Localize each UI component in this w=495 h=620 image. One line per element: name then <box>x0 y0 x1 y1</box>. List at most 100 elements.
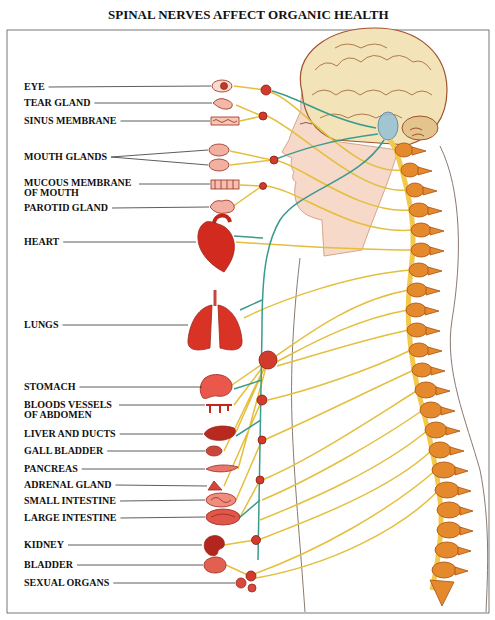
vertebra <box>411 223 431 237</box>
vertebra <box>437 522 461 538</box>
brain-fold <box>335 44 387 48</box>
vessel-organ <box>206 405 232 413</box>
vertebra <box>426 287 440 295</box>
parotid-organ <box>210 200 234 213</box>
organ-label: SMALL INTESTINE <box>24 496 116 506</box>
cerebellum <box>402 116 438 140</box>
organ-label: KIDNEY <box>24 540 64 550</box>
leader-line <box>63 325 189 326</box>
leader-line <box>121 517 206 518</box>
leader-line <box>107 451 205 452</box>
mucous-organ <box>211 180 239 189</box>
frame <box>7 30 489 613</box>
leader-line <box>111 150 208 157</box>
leader-line <box>77 565 203 566</box>
ganglion <box>261 85 271 95</box>
leader-line <box>80 387 203 388</box>
vertebra <box>395 143 413 157</box>
sacrum <box>430 580 454 606</box>
leader-line <box>49 86 211 87</box>
nerve <box>262 390 418 480</box>
organ-label: GALL BLADDER <box>24 446 103 456</box>
leader-line <box>113 583 235 584</box>
body-outline <box>292 258 305 612</box>
bladder-organ <box>204 557 226 573</box>
vertebra <box>429 442 451 458</box>
pancreas-organ <box>206 465 238 472</box>
lung-organ <box>188 305 212 350</box>
organ-label: ADRENAL GLAND <box>24 480 112 490</box>
ganglion <box>259 351 277 369</box>
nerve <box>267 116 407 190</box>
nerve <box>260 430 428 520</box>
ganglion <box>252 536 261 545</box>
vertebra <box>441 407 455 415</box>
brain-fold <box>410 128 424 136</box>
organ-label: MOUTH GLANDS <box>24 152 107 162</box>
leader-line <box>94 103 212 104</box>
organ <box>188 80 256 592</box>
stomach-organ <box>200 375 232 399</box>
vertebra <box>430 227 444 235</box>
organ-label: MUCOUS MEMBRANE OF MOUTH <box>24 178 135 198</box>
organ-label: SINUS MEMBRANE <box>24 116 117 126</box>
vagus-nerve <box>234 91 384 560</box>
nerve <box>256 490 439 578</box>
vertebra <box>426 327 440 335</box>
organ-label: PAROTID GLAND <box>24 203 108 213</box>
adrenal-organ <box>208 481 222 490</box>
lung-organ <box>214 290 217 306</box>
vertebra <box>458 487 471 495</box>
vertebra <box>411 243 431 257</box>
nerve <box>224 86 439 580</box>
ganglion <box>246 85 278 581</box>
nerve <box>258 450 432 540</box>
vertebra <box>428 267 442 275</box>
vertebra <box>450 447 464 455</box>
nerve <box>236 242 413 250</box>
nerve <box>268 350 411 400</box>
vagus-nerve <box>276 134 378 159</box>
brainstem <box>378 112 398 140</box>
eye-organ <box>221 83 228 90</box>
vertebra <box>435 542 459 558</box>
vertebra <box>428 207 442 215</box>
sinus-organ <box>213 120 237 123</box>
nerve <box>244 270 411 318</box>
vertebra <box>455 467 468 475</box>
vertebra <box>425 307 439 315</box>
leader-line <box>111 157 208 165</box>
vertebra <box>415 382 437 398</box>
vertebra <box>406 183 424 197</box>
vertebra <box>406 303 426 317</box>
brain-fold <box>312 90 432 95</box>
ganglion <box>257 395 267 405</box>
title: SPINAL NERVES AFFECT ORGANIC HEALTH <box>108 8 389 22</box>
leader-line <box>119 405 205 406</box>
vertebra <box>395 143 473 606</box>
gall-bladder-organ <box>206 446 222 456</box>
organ-label: HEART <box>24 237 59 247</box>
face-eye <box>300 123 312 125</box>
sexual-organ <box>248 584 256 592</box>
ganglion <box>258 436 266 444</box>
mouth-gland-organ <box>209 144 229 156</box>
ganglion <box>256 476 264 484</box>
leader-line <box>120 500 205 501</box>
vertebra <box>431 367 445 375</box>
sinus-organ <box>211 117 239 125</box>
vertebra <box>430 247 444 255</box>
kidney-organ <box>204 536 224 556</box>
vertebra <box>409 343 429 357</box>
mucous-organ <box>215 180 233 189</box>
nerve <box>276 290 409 356</box>
organ-label: STOMACH <box>24 382 76 392</box>
vertebra <box>437 502 461 518</box>
liver-organ <box>204 426 236 440</box>
eye-organ <box>212 80 232 92</box>
organ-label: BLADDER <box>24 560 73 570</box>
brain-fold <box>315 55 431 70</box>
organ-label: EYE <box>24 82 45 92</box>
vertebra <box>412 363 432 377</box>
